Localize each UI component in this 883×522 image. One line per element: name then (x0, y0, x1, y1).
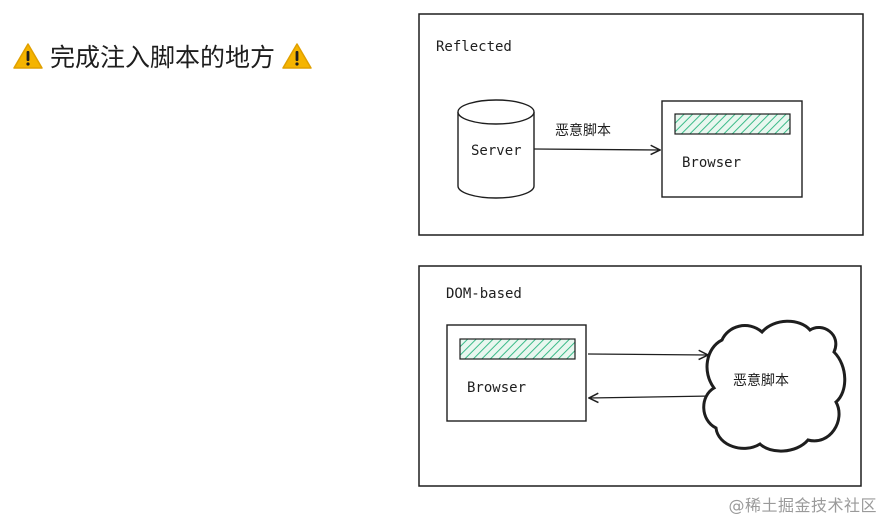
reflected-title: Reflected (436, 39, 512, 55)
browser-hatch-bar (674, 113, 791, 135)
response-arrow (589, 396, 713, 398)
arrow-label: 恶意脚本 (555, 122, 611, 139)
browser-label: Browser (467, 380, 526, 396)
browser-label: Browser (682, 155, 741, 171)
cloud-label: 恶意脚本 (733, 372, 789, 389)
dom-based-panel: DOM-based Browser 恶意脚本 (418, 265, 862, 487)
dom-based-title: DOM-based (446, 286, 522, 302)
payload-arrow (533, 149, 660, 150)
server-cylinder (457, 99, 535, 199)
watermark: @稀土掘金技术社区 (728, 496, 877, 515)
warning-icon (282, 43, 312, 69)
dom-based-frame (418, 265, 862, 487)
script-cloud (702, 319, 847, 453)
server-label: Server (471, 143, 522, 159)
reflected-panel: Reflected Server 恶意脚本 Browser (418, 13, 864, 236)
page-title: 完成注入脚本的地方 (50, 43, 276, 72)
page-heading: 完成注入脚本的地方 (12, 38, 313, 74)
browser-hatch-bar (459, 338, 576, 360)
reflected-frame (418, 13, 864, 236)
warning-icon (13, 43, 43, 69)
request-arrow (587, 354, 708, 355)
